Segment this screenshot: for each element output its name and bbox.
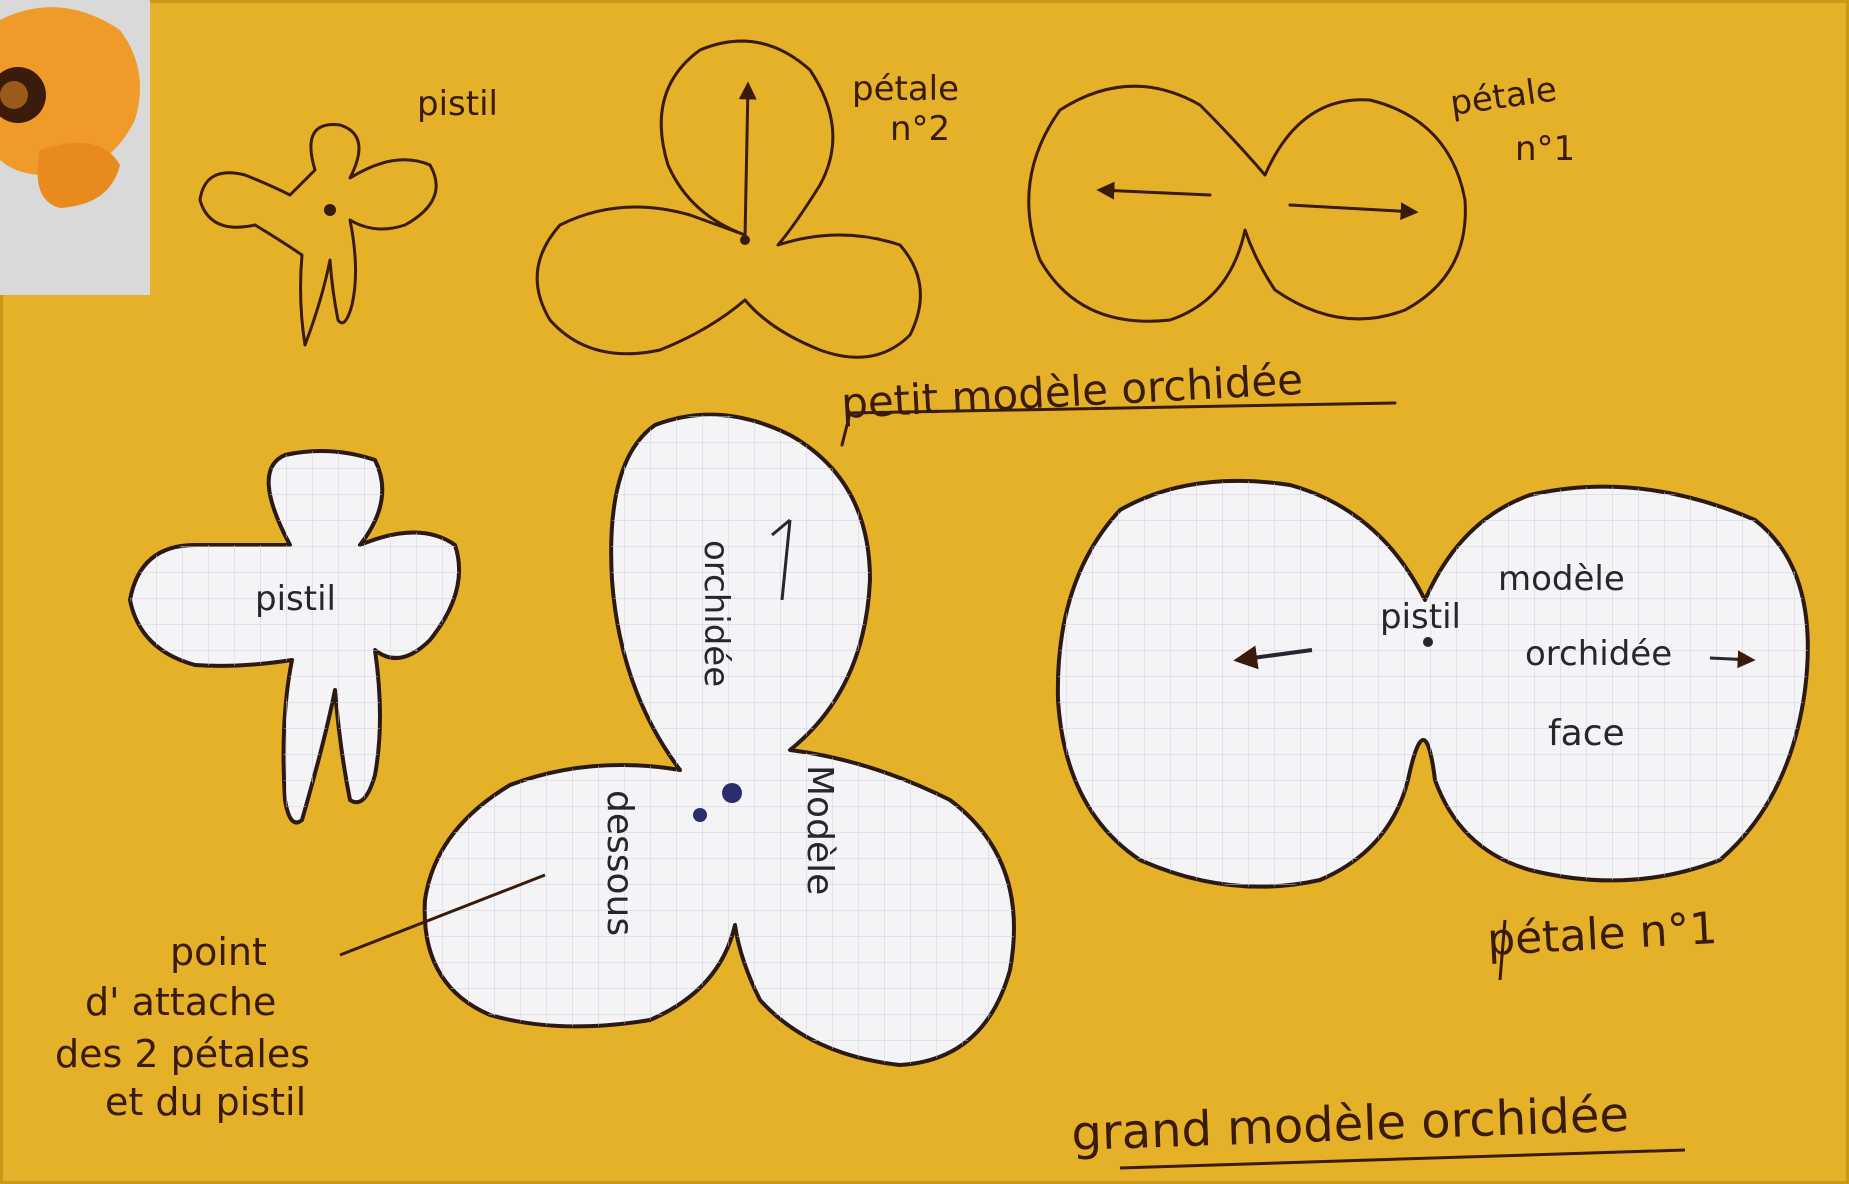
annotation-line2: d' attache [85,980,276,1024]
label-three-lobe-top: orchidée [696,540,736,687]
label-petal-2-line2: n°2 [890,109,950,149]
label-three-lobe-right: Modèle [799,765,840,895]
label-pistil-sketch: pistil [417,84,498,124]
label-large-model-line3: face [1548,713,1625,754]
thumbnail-orange-flower [0,0,150,295]
annotation-line4: et du pistil [105,1080,306,1124]
label-petal-2-line1: pétale [852,69,959,109]
label-pistil-cutout: pistil [255,579,336,619]
label-three-lobe-left: dessous [599,790,640,936]
label-large-pistil: pistil [1380,597,1461,637]
label-large-model-line2: orchidée [1525,634,1672,674]
annotation-line3: des 2 pétales [55,1032,310,1076]
annotation-line1: point [170,930,267,974]
label-large-model-line1: modèle [1498,559,1625,599]
label-petal-1-line2: n°1 [1515,129,1575,169]
